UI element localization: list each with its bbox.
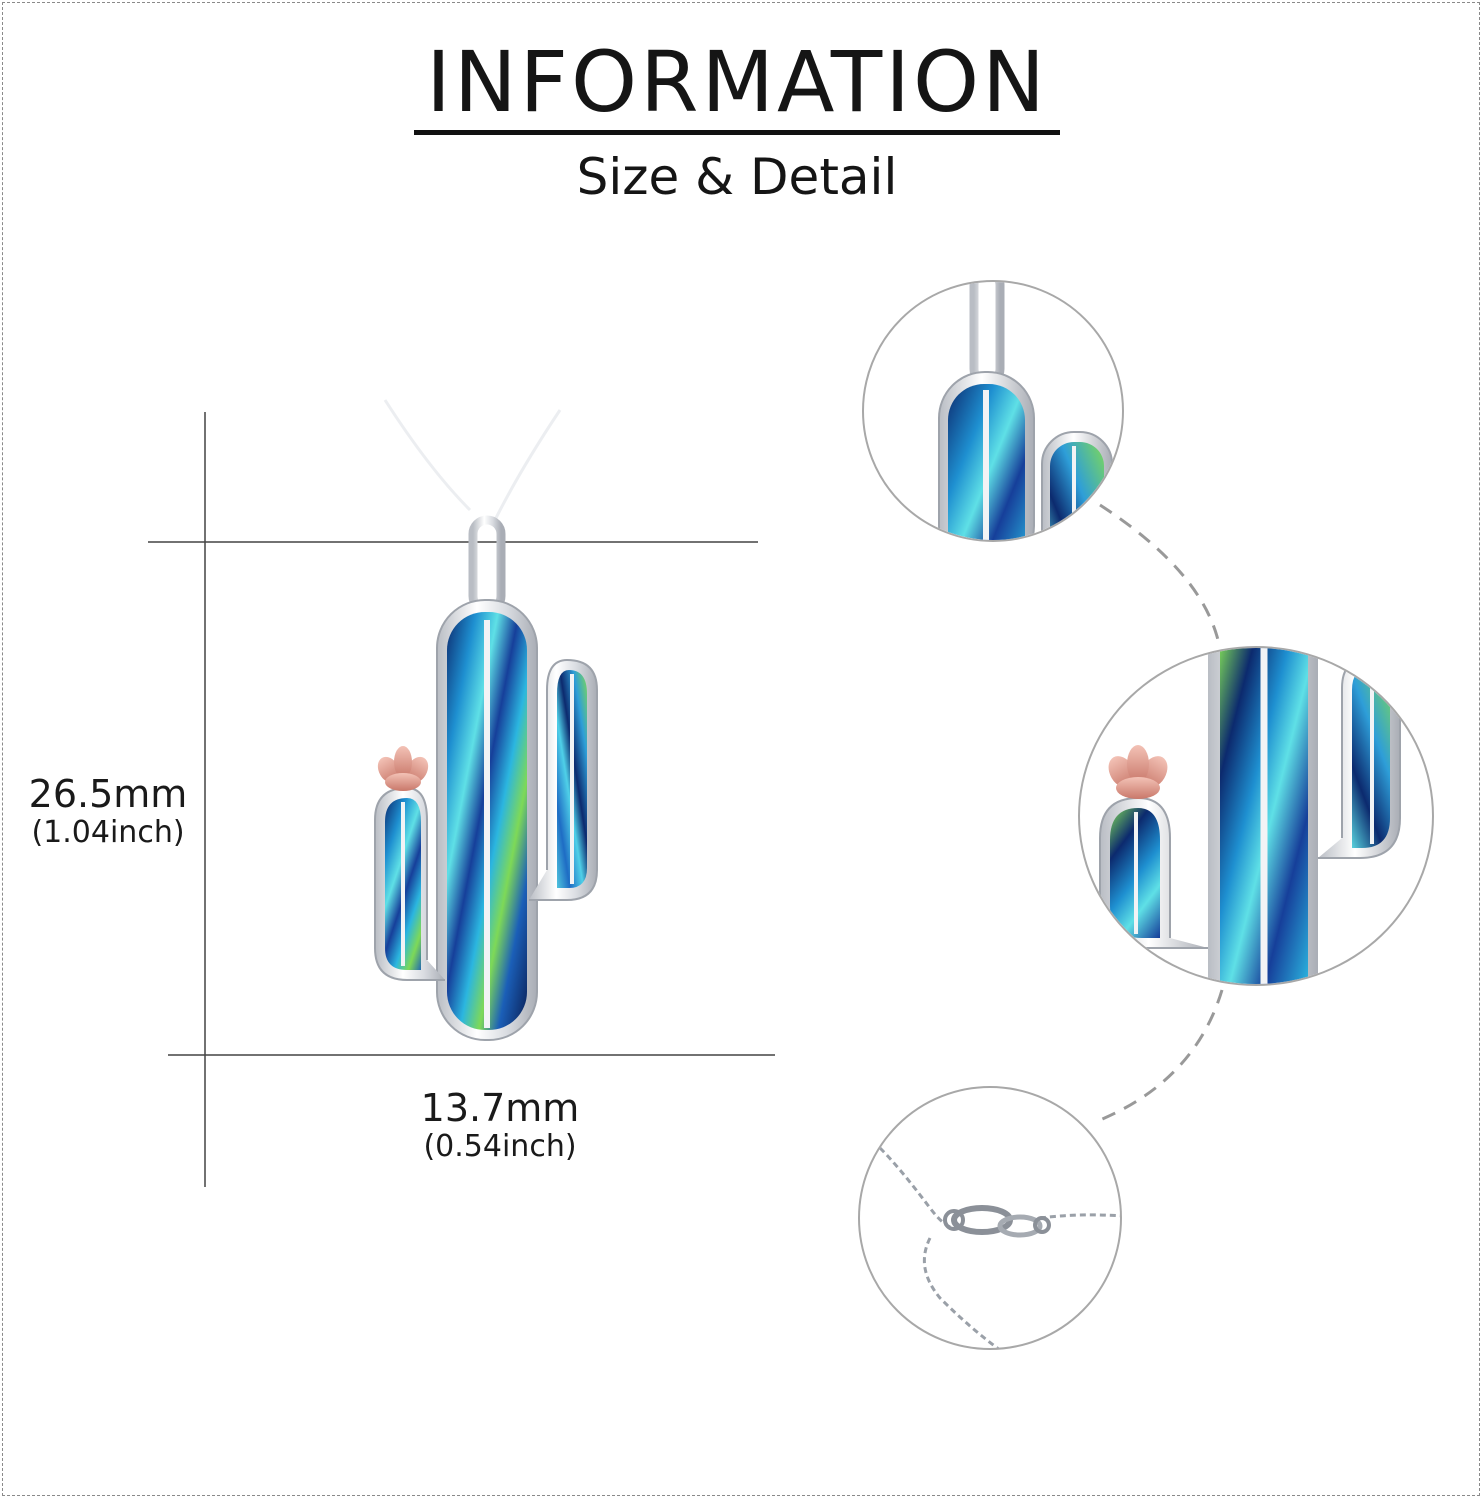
detail-bail-image <box>938 282 1113 540</box>
chain-fade <box>383 399 472 512</box>
cactus-pendant <box>373 520 597 1040</box>
height-mm: 26.5mm <box>28 772 188 816</box>
page-title: INFORMATION <box>426 33 1048 131</box>
detail-circle-clasp <box>858 1086 1122 1350</box>
chain-fade <box>493 409 562 521</box>
page-subtitle: Size & Detail <box>576 148 898 206</box>
detail-body-image <box>1099 648 1401 984</box>
connector-arc-bottom <box>1099 989 1224 1122</box>
detail-circle-bail <box>862 280 1124 542</box>
width-inch: (0.54inch) <box>423 1128 577 1164</box>
detail-clasp-image <box>878 1146 1120 1348</box>
width-mm: 13.7mm <box>420 1086 580 1130</box>
height-dimension: 26.5mm (1.04inch) <box>20 772 196 850</box>
connector-arc-top <box>1099 503 1220 641</box>
width-dimension: 13.7mm (0.54inch) <box>400 1086 600 1164</box>
title-underline <box>414 130 1060 135</box>
detail-circle-body <box>1078 646 1434 986</box>
height-inch: (1.04inch) <box>31 814 185 850</box>
